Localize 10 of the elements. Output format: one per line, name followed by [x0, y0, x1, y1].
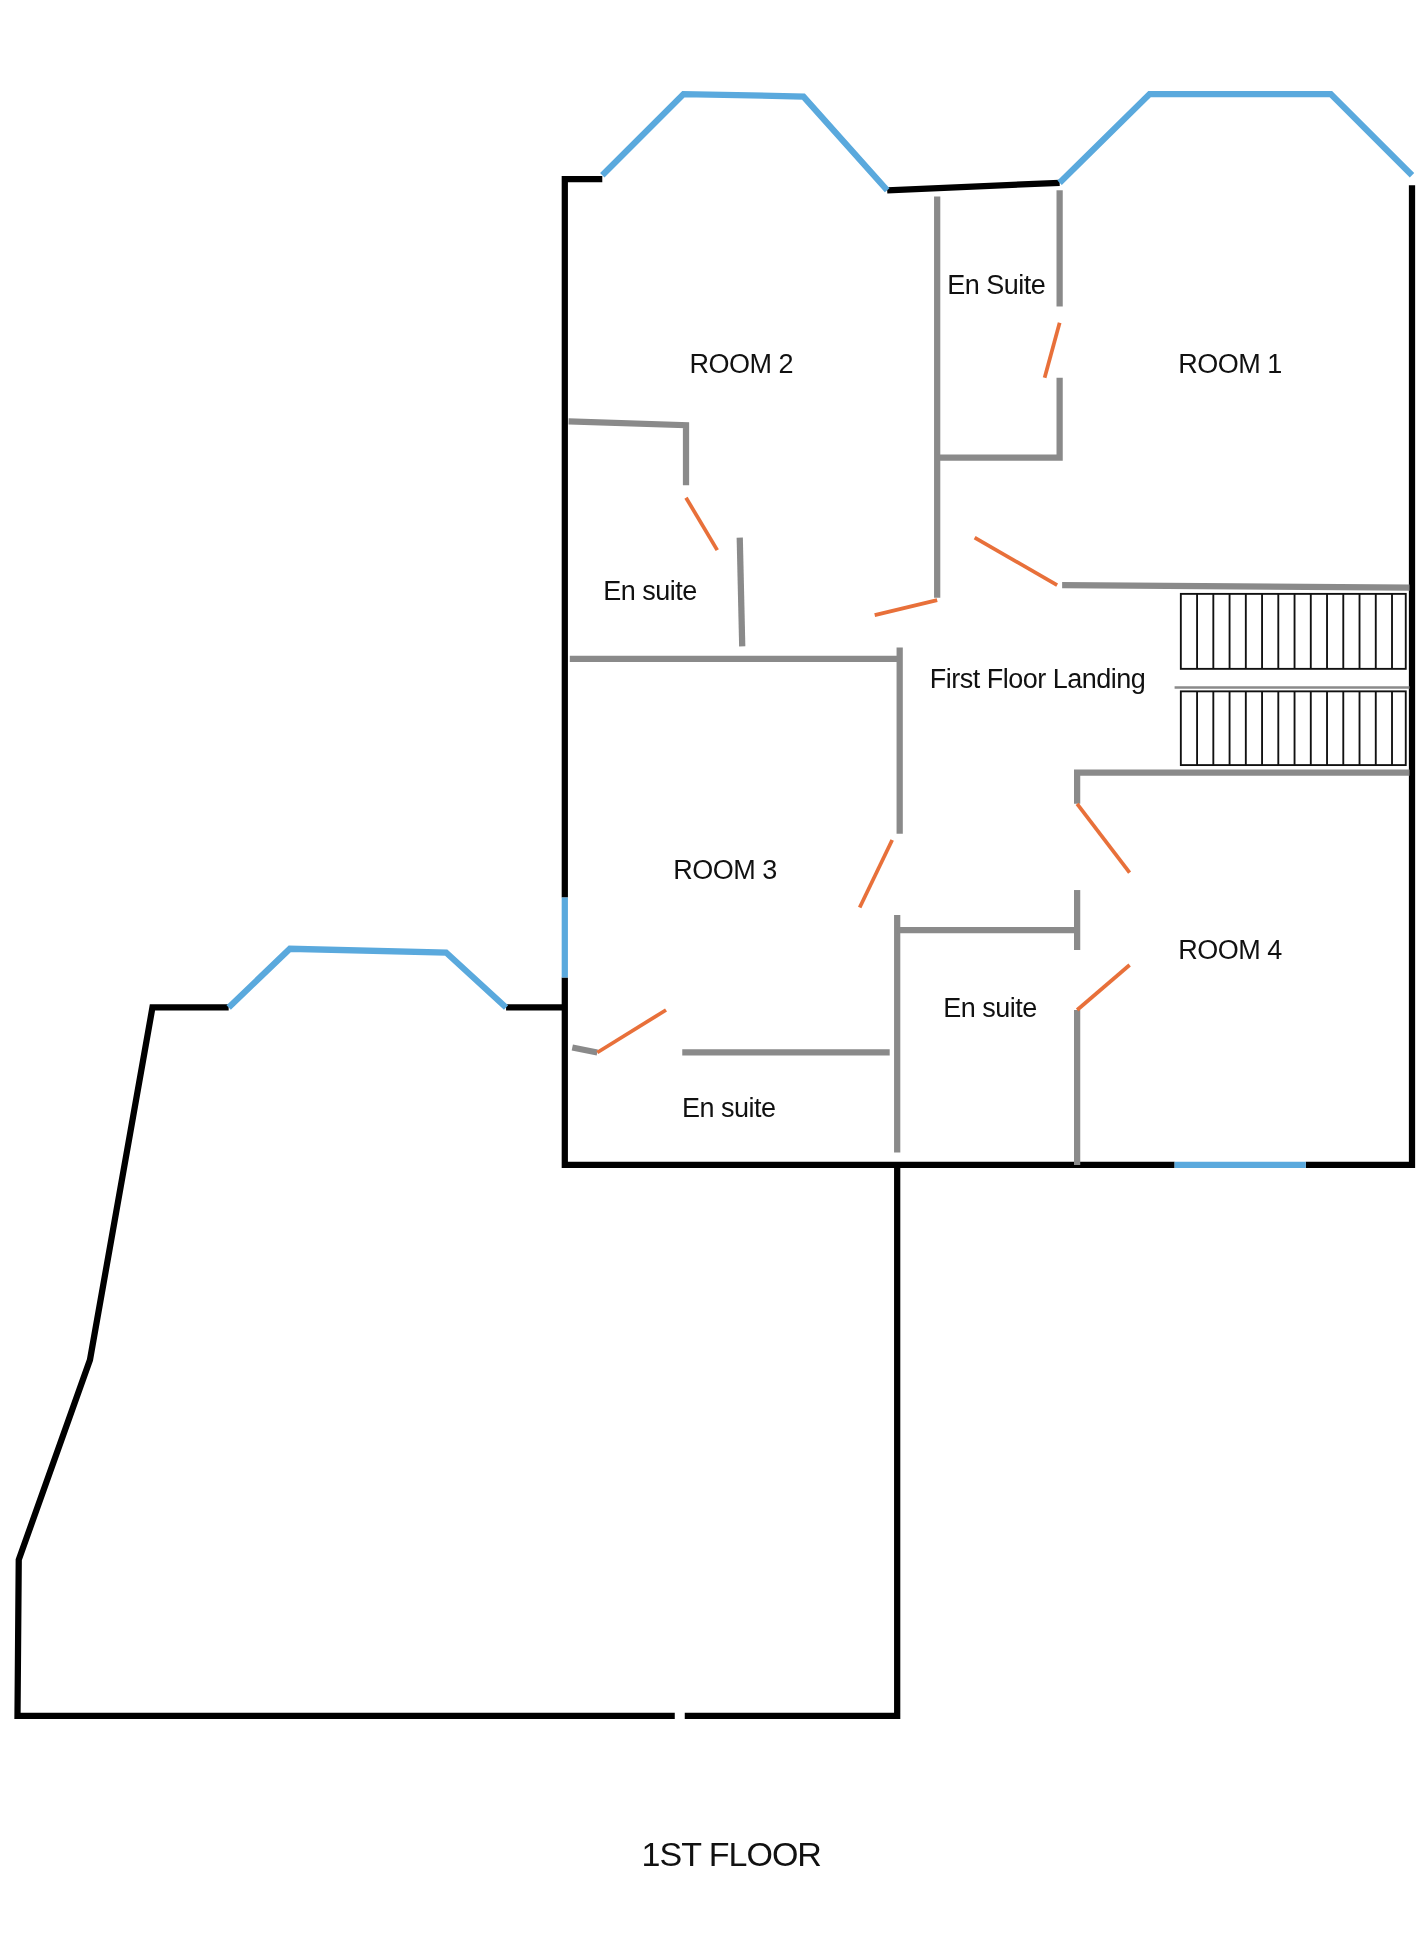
room-label: ROOM 2 [689, 348, 793, 380]
room-label: En suite [603, 575, 697, 607]
room-label: En Suite [947, 269, 1046, 301]
room-label: ROOM 1 [1178, 348, 1282, 380]
floor-caption: 1ST FLOOR [641, 1834, 821, 1874]
room-label: ROOM 3 [673, 854, 777, 886]
room-label: En suite [943, 992, 1037, 1023]
room-label: ROOM 4 [1178, 934, 1282, 966]
room-label: First Floor Landing [929, 663, 1146, 695]
room-label: En suite [681, 1092, 776, 1123]
